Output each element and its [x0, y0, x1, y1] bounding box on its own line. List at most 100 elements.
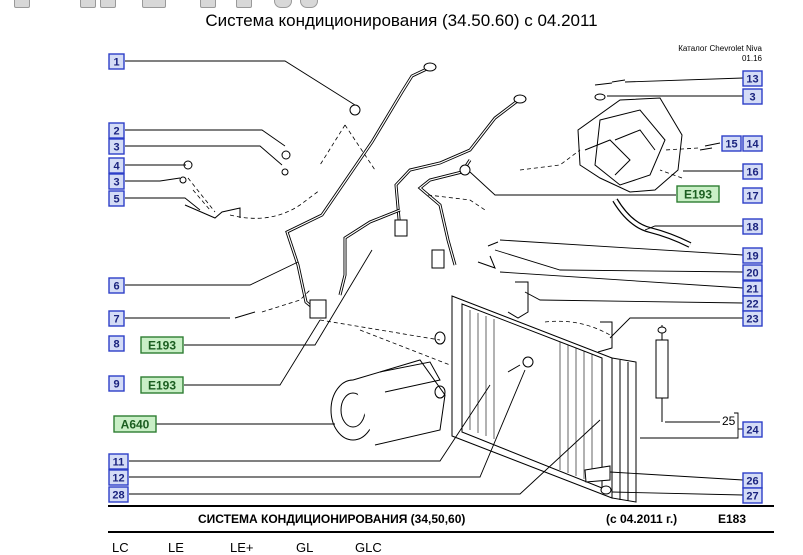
callout-14[interactable]: 14: [742, 135, 763, 152]
callout-5-label: 5: [113, 193, 119, 205]
callout-28[interactable]: 28: [108, 486, 129, 503]
ref-e193[interactable]: E193: [676, 185, 720, 203]
callout-6-box: [108, 277, 125, 294]
callout-9[interactable]: 9: [108, 375, 125, 392]
ref-e193[interactable]: E193: [140, 336, 184, 354]
callout-3[interactable]: 3: [108, 138, 125, 155]
catalog-note: Каталог Chevrolet Niva 01.16: [600, 44, 762, 64]
callout-23-box: [742, 310, 763, 327]
callout-19-label: 19: [746, 250, 758, 262]
toolbar-icon[interactable]: [14, 0, 30, 8]
callout-16-box: [742, 163, 763, 180]
callout-26-label: 26: [746, 475, 758, 487]
callout-6-label: 6: [113, 280, 119, 292]
ref-e193[interactable]: E193: [140, 376, 184, 394]
ref-a640[interactable]: A640: [113, 415, 157, 433]
variant-label[interactable]: GLC: [355, 540, 382, 555]
callout-20[interactable]: 20: [742, 264, 763, 281]
callout-21[interactable]: 21: [742, 280, 763, 297]
callout-2-label: 2: [113, 125, 119, 137]
callout-16[interactable]: 16: [742, 163, 763, 180]
catalog-note-line: Каталог Chevrolet Niva: [678, 44, 762, 53]
callout-27-box: [742, 487, 763, 504]
callout-17-label: 17: [746, 190, 758, 202]
callout-4-label: 4: [113, 160, 120, 172]
variant-label[interactable]: LE: [168, 540, 184, 555]
callout-3-label: 3: [113, 176, 119, 188]
callout-14-box: [742, 135, 763, 152]
callout-8[interactable]: 8: [108, 335, 125, 352]
callout-26[interactable]: 26: [742, 472, 763, 489]
ref-e193-box: [140, 336, 184, 354]
toolbar-icon[interactable]: [200, 0, 216, 8]
parts-drawing: [179, 62, 713, 503]
callout-8-label: 8: [113, 338, 119, 350]
callout-9-box: [108, 375, 125, 392]
ref-a640-box: [113, 415, 157, 433]
callout-4[interactable]: 4: [108, 157, 125, 174]
callout-19-box: [742, 247, 763, 264]
callout-22[interactable]: 22: [742, 295, 763, 312]
callout-12[interactable]: 12: [108, 469, 129, 486]
callout-11-label: 11: [113, 456, 125, 468]
callout-13-box: [742, 70, 763, 87]
callout-18-label: 18: [746, 221, 758, 233]
toolbar-icon[interactable]: [142, 0, 166, 8]
callout-6[interactable]: 6: [108, 277, 125, 294]
callout-28-box: [108, 486, 129, 503]
callout-2[interactable]: 2: [108, 122, 125, 139]
callout-1[interactable]: 1: [108, 53, 125, 70]
ref-e193-label: E193: [684, 187, 712, 201]
callout-3[interactable]: 3: [108, 173, 125, 190]
toolbar-icon[interactable]: [80, 0, 96, 8]
callout-22-label: 22: [746, 298, 758, 310]
callout-7-box: [108, 310, 125, 327]
callout-24-label: 24: [746, 424, 759, 436]
variant-label[interactable]: LC: [112, 540, 129, 555]
right-refs: E193: [676, 185, 720, 203]
variant-label[interactable]: GL: [296, 540, 314, 555]
callout-19[interactable]: 19: [742, 247, 763, 264]
page-title: Система кондиционирования (34.50.60) с 0…: [205, 11, 598, 30]
callout-4-box: [108, 157, 125, 174]
callout-20-label: 20: [746, 267, 758, 279]
callout-1-label: 1: [113, 56, 119, 68]
callout-1-box: [108, 53, 125, 70]
ref-e193-box: [140, 376, 184, 394]
callout-18-box: [742, 218, 763, 235]
callout-5-box: [108, 190, 125, 207]
toolbar-icon[interactable]: [100, 0, 116, 8]
callout-13[interactable]: 13: [742, 70, 763, 87]
callout-3-box: [108, 173, 125, 190]
catalog-note-line: 01.16: [741, 54, 762, 63]
ref-e193-label: E193: [148, 378, 176, 392]
ref-a640-label: A640: [121, 417, 150, 431]
leader-lines: [125, 60, 745, 496]
callout-24[interactable]: 24: [742, 421, 763, 438]
callout-27[interactable]: 27: [742, 487, 763, 504]
callout-17[interactable]: 17: [742, 187, 763, 204]
callout-28-label: 28: [112, 489, 124, 501]
callout-18[interactable]: 18: [742, 218, 763, 235]
callout-2-box: [108, 122, 125, 139]
callout-12-box: [108, 469, 129, 486]
callout-5[interactable]: 5: [108, 190, 125, 207]
inline-label: 25: [722, 414, 736, 428]
callout-23[interactable]: 23: [742, 310, 763, 327]
toolbar-icon[interactable]: [236, 0, 252, 8]
callout-11-box: [108, 453, 129, 470]
callout-9-label: 9: [113, 378, 119, 390]
callout-3-label: 3: [749, 91, 755, 103]
callout-3-label: 3: [113, 141, 119, 153]
toolbar-strip: [0, 0, 803, 8]
callout-11[interactable]: 11: [108, 453, 129, 470]
callout-7[interactable]: 7: [108, 310, 125, 327]
callout-3-box: [108, 138, 125, 155]
callout-8-box: [108, 335, 125, 352]
variant-label[interactable]: LE+: [230, 540, 254, 555]
callout-3[interactable]: 3: [742, 88, 763, 105]
callout-27-label: 27: [746, 490, 758, 502]
callout-15[interactable]: 15: [721, 135, 742, 152]
